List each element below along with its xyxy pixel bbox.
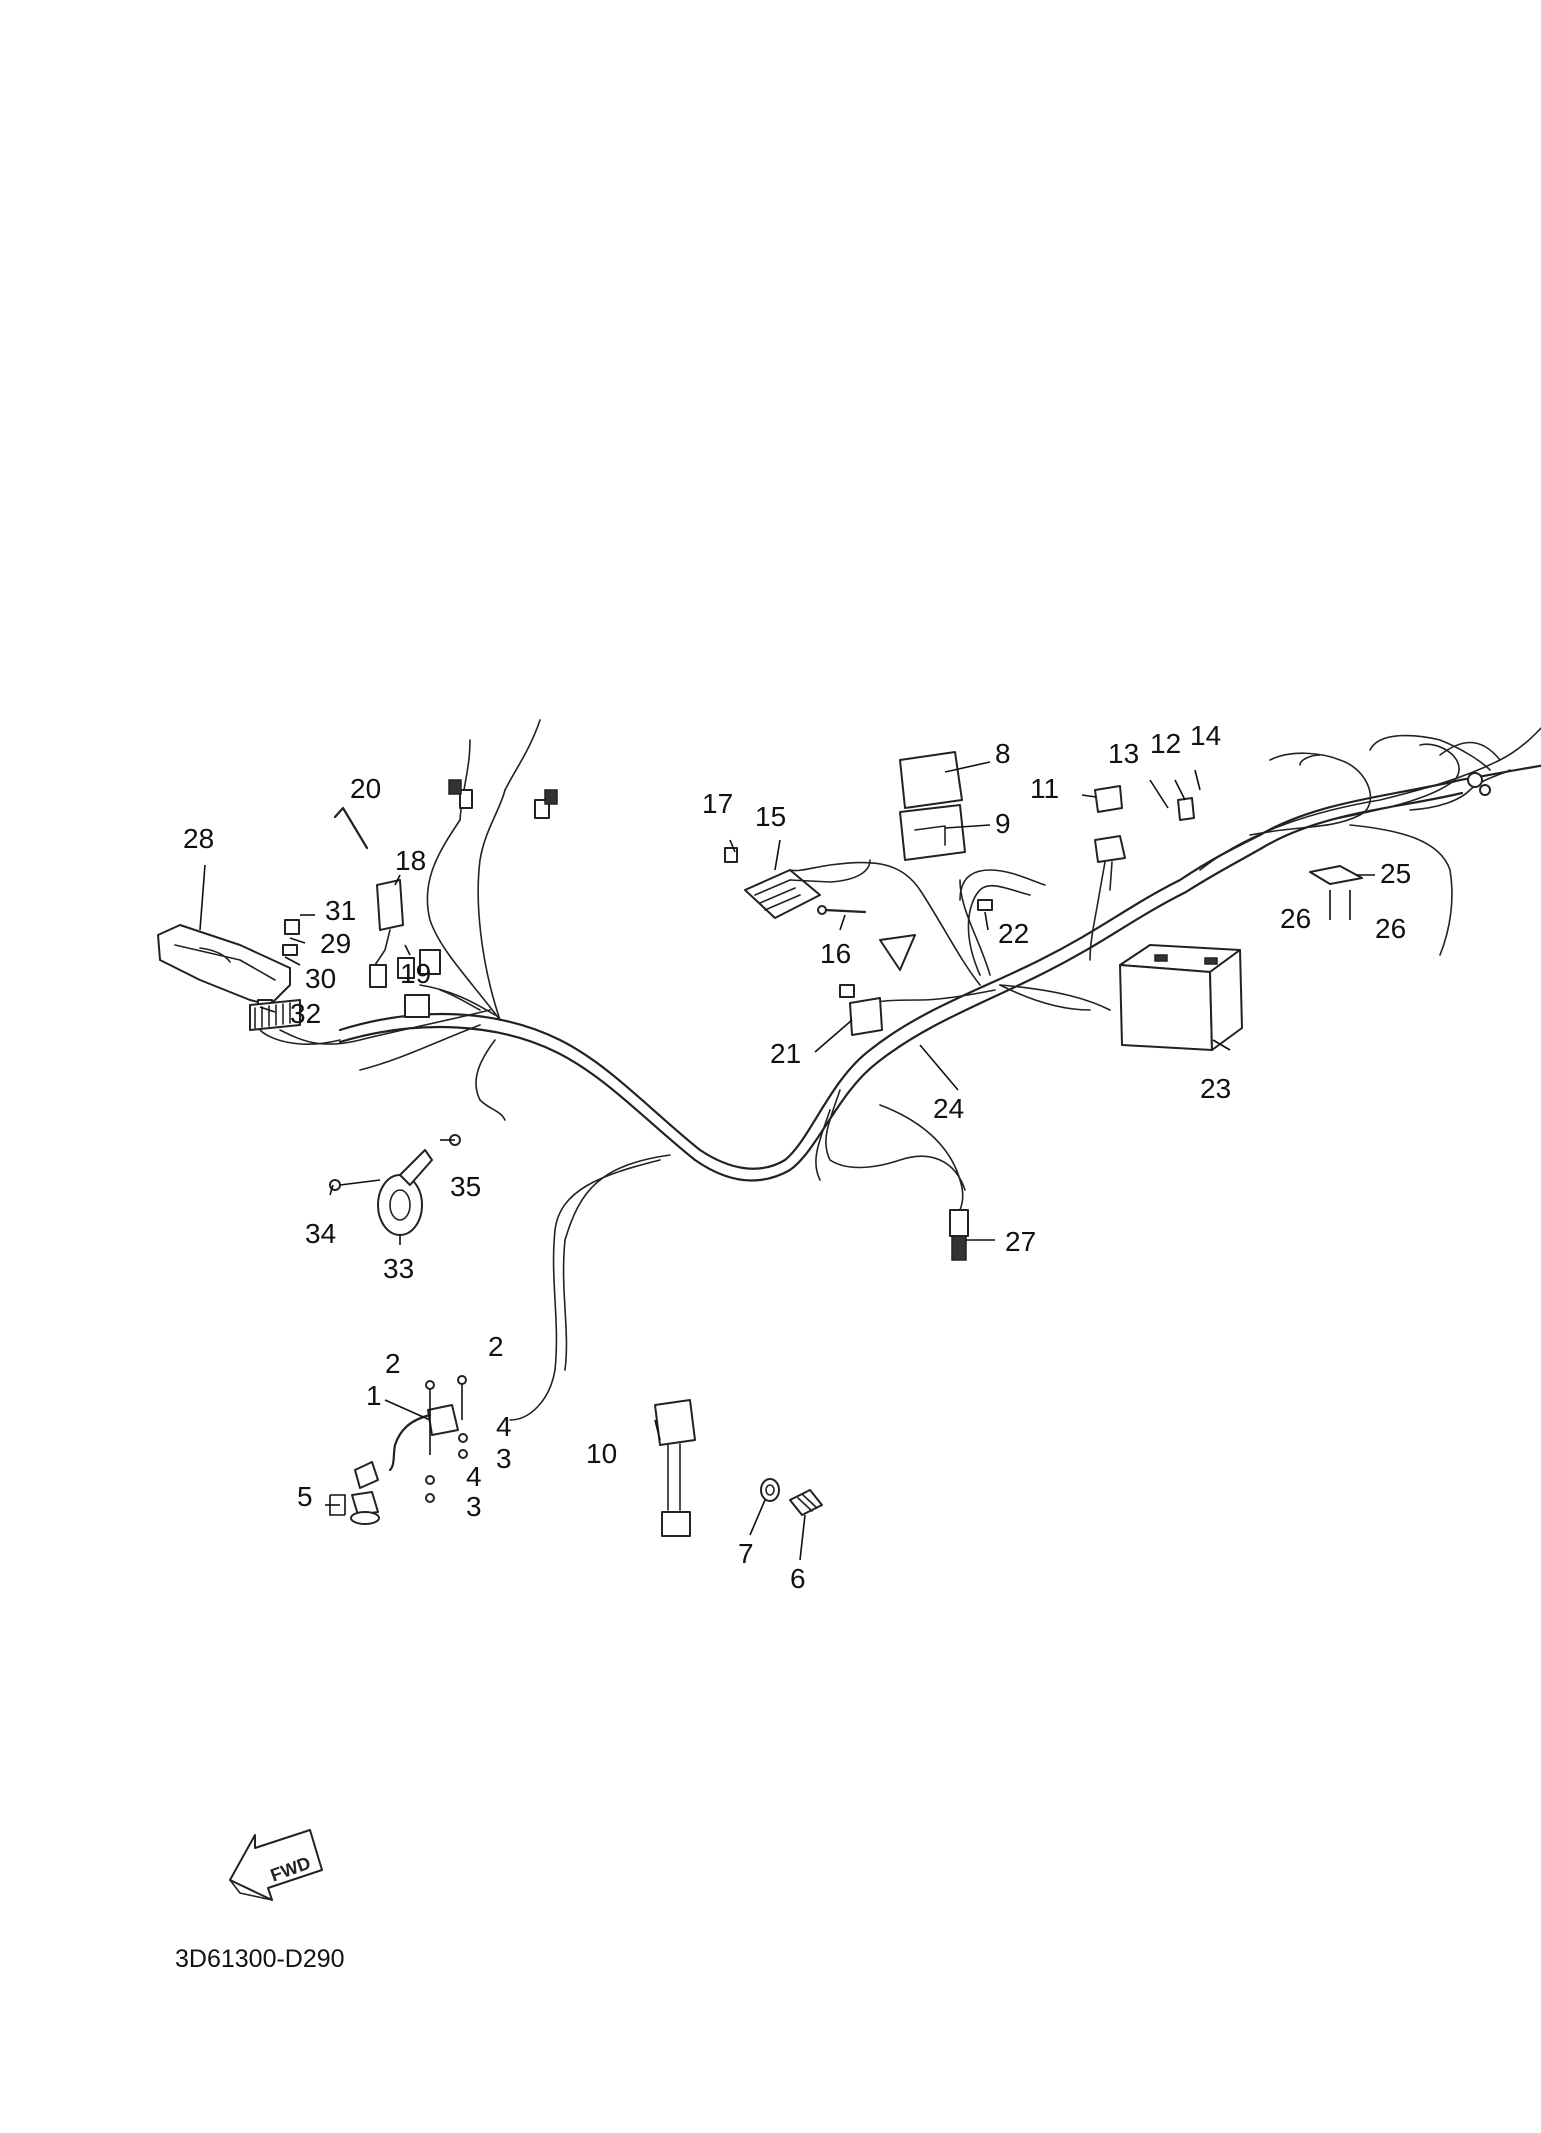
part-18-switch [369,879,415,988]
part-20-hex-wrench [333,806,369,850]
callout-14: 14 [1190,720,1222,751]
callout-2: 2 [488,1331,504,1362]
callout-34: 34 [305,1218,337,1249]
drawing-code: 3D61300-D290 [175,1945,345,1973]
callout-32: 32 [290,998,322,1029]
callout-20: 20 [350,773,382,804]
callout-31: 31 [325,895,357,926]
part-12-bracket [1177,797,1195,821]
callout-9: 9 [995,808,1011,839]
part-2-screws [425,1375,467,1390]
top-sensor-right [534,789,558,819]
callout-26: 26 [1375,913,1407,944]
part-7-gasket [760,1478,780,1502]
callout-8: 8 [995,738,1011,769]
part-5-plug-cap [350,1461,380,1525]
part-1-ignition-coil [388,1380,463,1472]
lower-harness-branch [509,1089,966,1421]
part-21-relay [839,984,883,1036]
callout-35: 35 [450,1171,482,1202]
callout-27: 27 [1005,1226,1037,1257]
part-25-plate [1309,865,1363,920]
callout-24: 24 [933,1093,965,1124]
part-33-horn [377,1149,433,1236]
callout-18: 18 [395,845,427,876]
callout-22: 22 [998,918,1030,949]
callout-1: 1 [366,1380,382,1411]
callout-25: 25 [1380,858,1412,889]
upper-mid-branch [789,861,1111,1011]
callout-26: 26 [1280,903,1312,934]
callout-13: 13 [1108,738,1140,769]
fwd-arrow-icon: FWD [229,1829,323,1901]
left-harness-fan [279,719,541,1121]
callout-3: 3 [466,1491,482,1522]
callout-17: 17 [702,788,734,819]
part-34-screw [329,1179,381,1191]
callout-23: 23 [1200,1073,1232,1104]
part-8-cdi-unit [899,751,966,861]
callout-4: 4 [496,1411,512,1442]
callout-15: 15 [755,801,787,832]
callout-5: 5 [297,1481,313,1512]
part-28-meter-assembly [157,919,300,1011]
part-19-connector [404,949,441,1018]
callout-21: 21 [770,1038,802,1069]
part-23-battery [1119,944,1243,1051]
leader-lines [199,761,1375,1561]
part-15-rectifier [724,847,871,919]
callout-12: 12 [1150,728,1182,759]
callout-11: 11 [1030,773,1060,804]
part-6-neutral-switch [789,1489,823,1516]
part-27-sensor [879,1104,969,1261]
callout-4: 4 [466,1461,482,1492]
callout-16: 16 [820,938,852,969]
callout-3: 3 [496,1443,512,1474]
right-harness-branch [1199,727,1541,956]
callout-29: 29 [320,928,352,959]
top-sensor-left [448,779,473,809]
callout-6: 6 [790,1563,806,1594]
part-11-starter-relay [1089,785,1126,961]
callout-30: 30 [305,963,337,994]
callout-2: 2 [385,1348,401,1379]
callout-28: 28 [183,823,215,854]
part-22-fuse-holder [959,869,1046,911]
part-10-fuel-sender [654,1399,696,1537]
callout-33: 33 [383,1253,415,1284]
part-16-bolt [817,905,867,915]
callout-19: 19 [400,958,432,989]
callout-10: 10 [586,1438,618,1469]
part-3-4-washers [425,1433,468,1503]
harness-connector-triangle [879,934,916,971]
callout-7: 7 [738,1538,754,1569]
